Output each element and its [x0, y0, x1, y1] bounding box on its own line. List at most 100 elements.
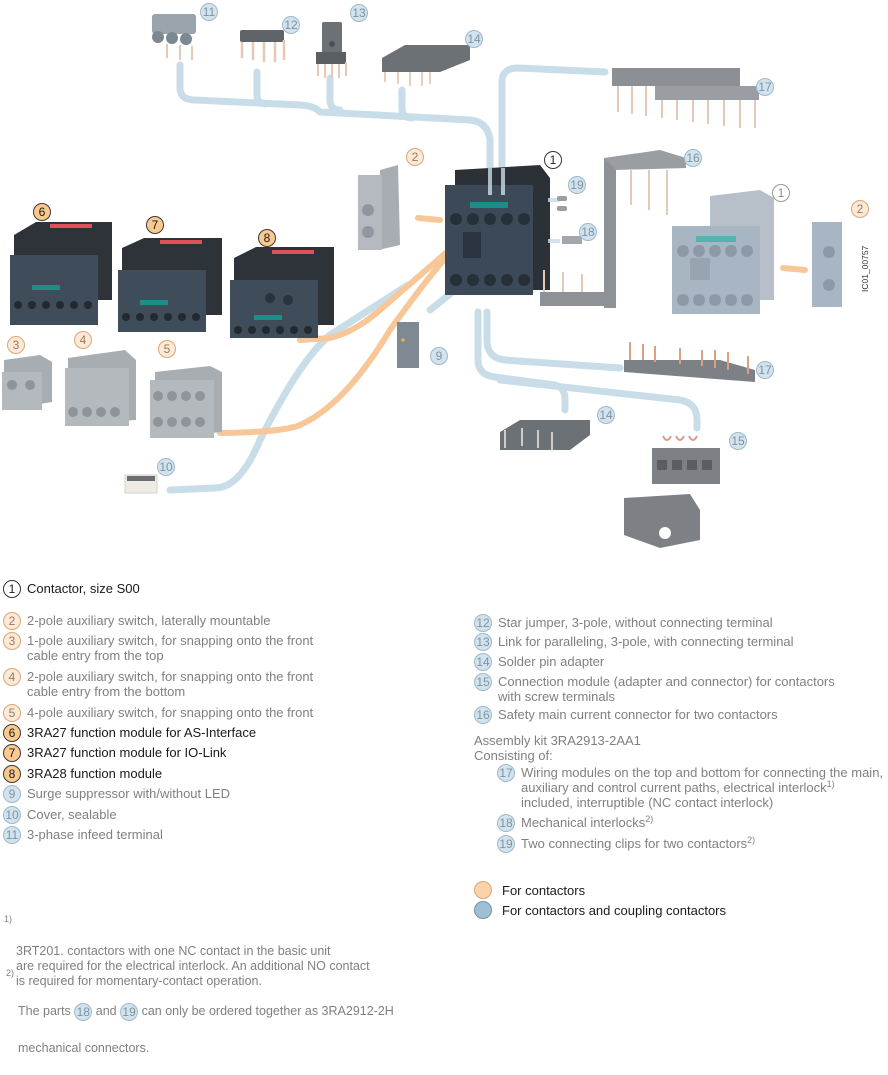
legend-callout-7: 7 — [3, 744, 21, 762]
callout-2-left: 2 — [406, 148, 424, 166]
legend-callout-18: 18 — [497, 814, 515, 832]
legend-text-2: 2-pole auxiliary switch, laterally mount… — [27, 613, 271, 628]
legend-callout-17: 17 — [497, 764, 515, 782]
legend-item-9: 9 Surge suppressor with/without LED — [3, 785, 231, 803]
legend-callout-15: 15 — [474, 673, 492, 691]
footnote-2: 2) The parts 18 and 19 can only be order… — [6, 966, 394, 1075]
footnote-ref-callout-19: 19 — [120, 1002, 139, 1021]
part-2-aux-switch-left — [358, 165, 400, 250]
part-19-connecting-clips — [557, 196, 567, 211]
legend-text-19: Two connecting clips for two contactors2… — [521, 835, 756, 851]
legend-item-6: 6 3RA27 function module for AS-Interface — [3, 724, 257, 742]
part-12-star-jumper — [240, 30, 286, 62]
legend-callout-14: 14 — [474, 653, 492, 671]
legend-callout-16: 16 — [474, 706, 492, 724]
footnote-1-mark: 1) — [4, 914, 13, 924]
callout-15: 15 — [729, 432, 747, 450]
callout-2-right: 2 — [851, 200, 869, 218]
footnote-2-text-after: can only be ordered together as 3RA2912-… — [138, 1004, 394, 1018]
legend-callout-9: 9 — [3, 785, 21, 803]
footnote-ref-2: 2) — [645, 814, 654, 824]
callout-10: 10 — [157, 458, 175, 476]
legend-text-1: Contactor, size S00 — [27, 581, 140, 596]
callout-1-faded: 1 — [772, 184, 790, 202]
exploded-assembly-diagram: 11 12 13 14 17 2 1 19 18 16 1 2 6 7 8 3 … — [2, 3, 870, 548]
part-4-aux-switch-2-pole — [65, 350, 136, 426]
footnote-2-text-mid: and — [92, 1004, 121, 1018]
footnote-1-text: 3RT201. contactors with one NC contact i… — [16, 944, 370, 988]
legend-item-5: 5 4-pole auxiliary switch, for snapping … — [3, 704, 314, 722]
legend-item-16: 16 Safety main current connector for two… — [474, 706, 778, 724]
legend-text-9: Surge suppressor with/without LED — [27, 786, 231, 801]
callout-14-bottom: 14 — [597, 406, 615, 424]
legend-text-17: Wiring modules on the top and bottom for… — [521, 765, 883, 810]
part-1-contactor-main — [445, 165, 560, 295]
part-6-function-module-as-interface — [10, 222, 112, 325]
callout-17-top: 17 — [756, 78, 774, 96]
legend-text-13: Link for paralleling, 3-pole, with conne… — [498, 634, 794, 649]
legend-callout-13: 13 — [474, 633, 492, 651]
legend-callout-2: 2 — [3, 612, 21, 630]
legend-item-8: 8 3RA28 function module — [3, 765, 163, 783]
orange-key-swatch — [474, 881, 492, 899]
legend-callout-12: 12 — [474, 614, 492, 632]
legend-item-13: 13 Link for paralleling, 3-pole, with co… — [474, 633, 794, 651]
part-14-solder-pin-adapter-bottom — [500, 420, 590, 450]
part-15-connection-module — [624, 435, 720, 548]
legend-callout-5: 5 — [3, 704, 21, 722]
part-14-solder-pin-adapter-top — [382, 45, 470, 86]
callout-12: 12 — [282, 16, 300, 34]
callout-17-bottom: 17 — [756, 361, 774, 379]
legend-item-19: 19 Two connecting clips for two contacto… — [497, 835, 756, 853]
legend-item-4: 4 2-pole auxiliary switch, for snapping … — [3, 668, 313, 699]
footnote-ref-2b: 2) — [747, 835, 756, 845]
part-11-infeed-terminal — [152, 14, 196, 60]
color-key-label-2: For contactors and coupling contactors — [502, 902, 727, 918]
callout-9: 9 — [430, 347, 448, 365]
part-9-surge-suppressor — [397, 322, 419, 368]
part-7-function-module-io-link — [118, 238, 222, 332]
callout-7: 7 — [146, 216, 164, 234]
legend-item-17: 17 Wiring modules on the top and bottom … — [497, 764, 883, 810]
callout-4: 4 — [74, 331, 92, 349]
legend-item-1: 1 Contactor, size S00 — [3, 580, 140, 598]
part-8-function-module-3ra28 — [230, 247, 334, 338]
legend-text-18: Mechanical interlocks2) — [521, 814, 654, 830]
legend-callout-6: 6 — [3, 724, 21, 742]
callout-16: 16 — [684, 149, 702, 167]
assembly-kit-title: Assembly kit 3RA2913-2AA1 Consisting of: — [474, 733, 641, 763]
legend-text-11: 3-phase infeed terminal — [27, 827, 163, 842]
image-code-label: IC01_00757 — [860, 245, 870, 292]
legend-text-18-main: Mechanical interlocks — [521, 815, 646, 830]
legend-callout-11: 11 — [3, 826, 21, 844]
legend-item-7: 7 3RA27 function module for IO-Link — [3, 744, 226, 762]
part-2-aux-switch-right — [812, 222, 842, 307]
legend-item-2: 2 2-pole auxiliary switch, laterally mou… — [3, 612, 271, 630]
legend-text-6: 3RA27 function module for AS-Interface — [27, 725, 257, 740]
part-16-safety-connector — [540, 150, 686, 308]
callout-13: 13 — [350, 4, 368, 22]
legend-text-8: 3RA28 function module — [27, 766, 163, 781]
callout-3: 3 — [7, 336, 25, 354]
footnote-ref-1: 1) — [826, 779, 835, 789]
part-18-mechanical-interlock — [562, 236, 582, 244]
legend-item-18: 18 Mechanical interlocks2) — [497, 814, 654, 832]
footnote-ref-callout-18: 18 — [74, 1002, 93, 1021]
legend-text-12: Star jumper, 3-pole, without connecting … — [498, 615, 773, 630]
callout-6: 6 — [33, 203, 51, 221]
footnote-2-mark: 2) — [6, 968, 15, 978]
blue-key-swatch — [474, 901, 492, 919]
legend-text-5: 4-pole auxiliary switch, for snapping on… — [27, 705, 314, 720]
legend-item-15: 15 Connection module (adapter and connec… — [474, 673, 835, 704]
legend-text-17-after: included, interruptible (NC contact inte… — [521, 795, 774, 810]
legend-callout-10: 10 — [3, 806, 21, 824]
part-13-paralleling-link — [316, 22, 347, 78]
legend-item-10: 10 Cover, sealable — [3, 806, 117, 824]
color-key-coupling: For contactors and coupling contactors — [474, 901, 726, 919]
color-key-label-1: For contactors — [502, 882, 586, 898]
part-1-contactor-faded — [672, 190, 774, 314]
footnote-2-line2: mechanical connectors. — [18, 1040, 150, 1055]
diagram-artwork — [2, 14, 842, 548]
legend-callout-3: 3 — [3, 632, 21, 650]
legend-text-15: Connection module (adapter and connector… — [498, 674, 835, 704]
